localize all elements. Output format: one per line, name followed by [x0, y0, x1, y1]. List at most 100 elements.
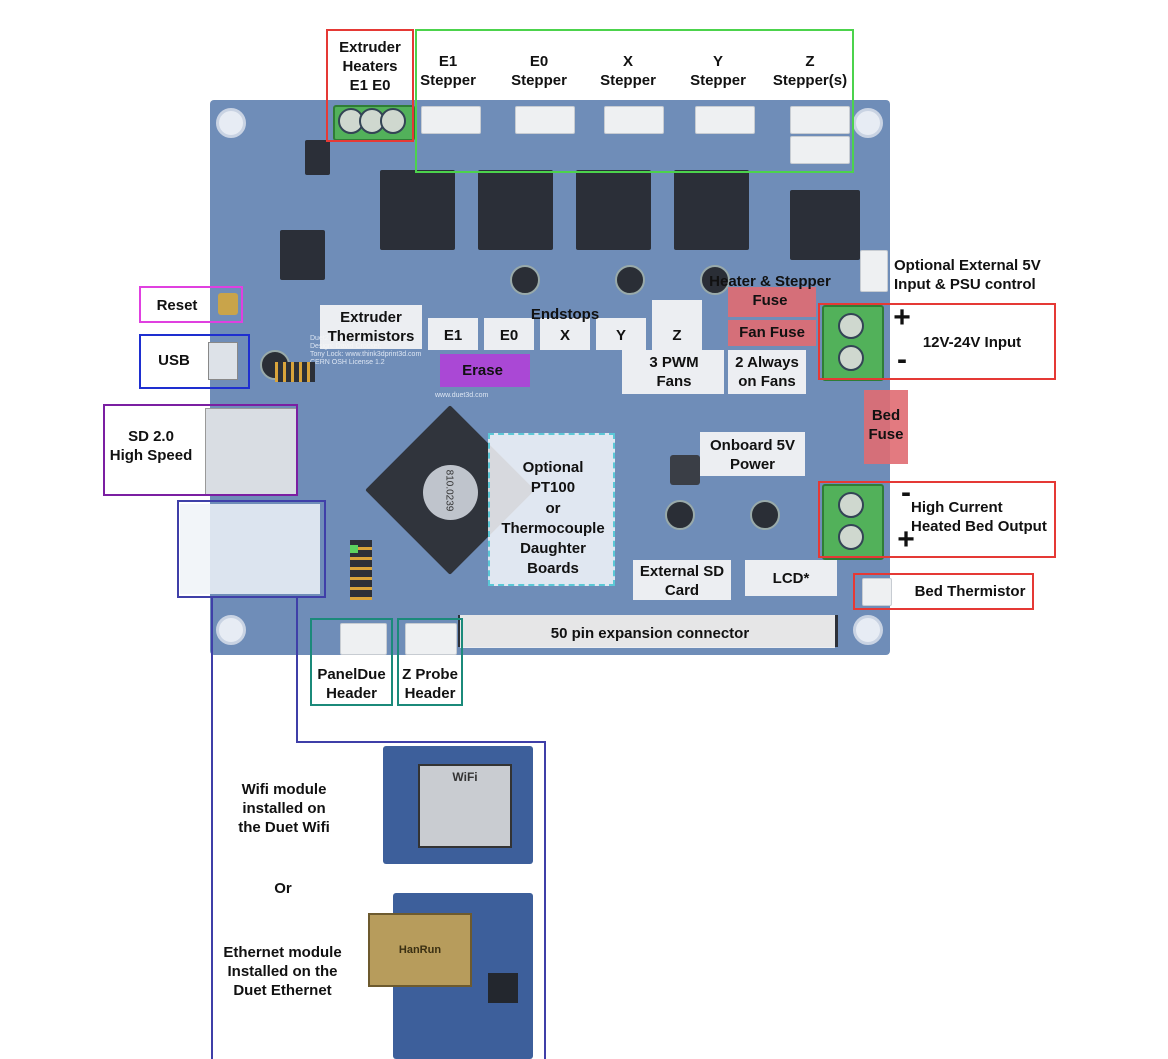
z-stepper-connector — [790, 106, 850, 134]
onboard-5v-label: Onboard 5V Power — [709, 437, 795, 473]
mounting-hole — [853, 615, 883, 645]
steppers-box — [415, 29, 854, 173]
usb-label: USB — [158, 352, 190, 369]
bed-thermistor-box — [853, 573, 1034, 610]
negative-sign: - — [897, 343, 907, 376]
status-led — [350, 545, 358, 553]
ethernet-jack: HanRun — [368, 913, 472, 987]
ethernet-jack-text: HanRun — [398, 944, 442, 956]
wifi-chip-text: WiFi — [452, 770, 478, 784]
wifi-module-image: WiFi — [383, 746, 533, 864]
capacitor — [615, 265, 645, 295]
paneldue-label: PanelDue Header — [317, 666, 386, 702]
or-label: Or — [274, 880, 292, 897]
ethernet-module-image: HanRun — [368, 893, 533, 1059]
inductor — [670, 455, 700, 485]
positive-sign: + — [893, 301, 911, 334]
heater-stepper-fuse — [728, 287, 816, 317]
fan-fuse-label: Fan Fuse — [739, 324, 805, 341]
pin-header — [350, 540, 372, 600]
wifi-module-label: Wifi module installed on the Duet Wifi — [238, 781, 330, 836]
endstop-e0-pad — [484, 318, 534, 350]
endstop-z-label: Z — [672, 327, 682, 344]
ethernet-module-label: Ethernet module Installed on the Duet Et… — [223, 944, 342, 999]
bed-fuse — [864, 390, 908, 464]
endstop-y-label: Y — [615, 327, 626, 344]
mounting-hole — [216, 108, 246, 138]
bed-thermistor-label: Bed Thermistor — [914, 583, 1026, 600]
capacitor — [700, 265, 730, 295]
negative-sign: - — [901, 476, 911, 509]
bed-output-terminal — [822, 484, 884, 560]
always-on-fans-pad — [728, 350, 806, 394]
expansion-connector-pad — [460, 615, 835, 648]
paneldue-box — [310, 618, 393, 706]
screw — [838, 492, 864, 518]
heater-stepper-fuse-label: Heater & Stepper Fuse — [709, 273, 831, 309]
extruder-thermistors-pad — [320, 305, 422, 349]
extruder-heaters-label: Extruder Heaters E1 E0 — [339, 39, 401, 94]
paneldue-connector — [340, 623, 387, 655]
endstop-x-label: X — [559, 327, 570, 344]
usb-box — [139, 334, 250, 389]
capacitor — [665, 500, 695, 530]
zprobe-box — [397, 618, 463, 706]
e0-stepper-label: E0 Stepper — [511, 53, 567, 89]
z-stepper-connector-2 — [790, 136, 850, 164]
ethernet-chip — [488, 973, 518, 1003]
x-stepper-label: X Stepper — [600, 53, 656, 89]
external-sd-label: External SD Card — [639, 563, 725, 599]
y-stepper-label: Y Stepper — [690, 53, 746, 89]
capacitor — [750, 500, 780, 530]
sd-card-slot — [205, 408, 297, 495]
erase-pad — [440, 354, 530, 387]
reset-label: Reset — [156, 297, 198, 314]
sd-label: SD 2.0 High Speed — [109, 428, 193, 464]
module-box — [177, 500, 326, 598]
expansion-connector-label: 50 pin expansion connector — [550, 625, 750, 642]
extruder-thermistors-label: Extruder Thermistors — [327, 309, 415, 345]
ext-5v-connector — [860, 250, 888, 292]
usb-port — [208, 342, 238, 380]
zprobe-connector — [405, 623, 457, 655]
reset-box — [139, 286, 243, 323]
screw — [380, 108, 406, 134]
endstop-e1-pad — [428, 318, 478, 350]
lcd-pad — [745, 560, 837, 596]
sd-box — [103, 404, 298, 496]
regulator-chip — [280, 230, 325, 280]
e1-stepper-label: E1 Stepper — [420, 53, 476, 89]
e0-stepper-connector — [515, 106, 575, 134]
endstop-y-pad — [596, 318, 646, 350]
daughter-board-area — [488, 433, 615, 586]
positive-sign: + — [897, 523, 915, 556]
mounting-hole — [216, 615, 246, 645]
zprobe-label: Z Probe Header — [402, 666, 458, 702]
mounting-hole — [853, 108, 883, 138]
stepper-driver-chip — [576, 170, 651, 250]
module-line-left — [211, 596, 213, 1059]
screw — [838, 524, 864, 550]
regulator-chip — [305, 140, 330, 175]
stepper-driver-chip — [674, 170, 749, 250]
endstops-label: Endstops — [530, 306, 600, 323]
endstop-e0-label: E0 — [499, 327, 519, 344]
bed-output-label: High Current Heated Bed Output — [911, 499, 1047, 535]
x-stepper-connector — [604, 106, 664, 134]
wifi-chip: WiFi — [418, 764, 512, 848]
module-line-right — [296, 596, 298, 743]
power-input-box — [818, 303, 1056, 380]
bed-thermistor-connector — [862, 578, 892, 606]
ext-5v-label: Optional External 5V Input & PSU control — [894, 257, 1041, 293]
stepper-driver-chip — [790, 190, 860, 260]
chip-code: 810.0239 — [443, 469, 455, 512]
screw — [838, 345, 864, 371]
onboard-5v-pad — [700, 432, 805, 476]
y-stepper-connector — [695, 106, 755, 134]
extruder-heaters-box — [326, 29, 414, 142]
power-input-label: 12V-24V Input — [922, 334, 1022, 351]
erase-label: Erase — [462, 362, 503, 379]
module-line-top — [296, 741, 546, 743]
fan-fuse — [728, 320, 816, 346]
endstop-x-pad — [540, 318, 590, 350]
